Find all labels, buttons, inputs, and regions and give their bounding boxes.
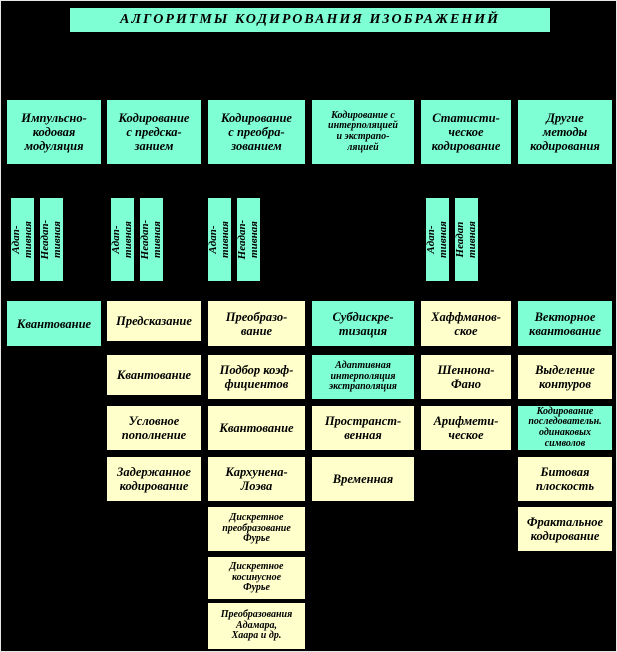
diagram-node: Битовая плоскость xyxy=(517,456,613,502)
diagram-node: Хаффманов- ское xyxy=(420,300,512,347)
column-header-pcm: Импульсно- кодовая модуляция xyxy=(6,99,102,165)
diagram-node: Квантование xyxy=(106,354,202,396)
diagram-node: Адаптивная интерполяция экстраполяция xyxy=(311,354,415,400)
diagram-node: Предсказание xyxy=(106,300,202,342)
subtype-box: Неадап тивная xyxy=(454,197,479,282)
diagram-node: Шеннона- Фано xyxy=(420,354,512,400)
subtype-label: Адап- тивная xyxy=(109,221,134,258)
column-header-predictive: Кодирование с предска- занием xyxy=(106,99,202,165)
subtype-label: Адап- тивная xyxy=(424,221,449,258)
diagram-title: АЛГОРИТМЫ КОДИРОВАНИЯ ИЗОБРАЖЕНИЙ xyxy=(69,7,551,33)
diagram-node: Кархунена- Лоэва xyxy=(207,456,306,502)
diagram-node: Арифмети- ческое xyxy=(420,405,512,451)
diagram-node: Субдискре- тизация xyxy=(311,300,415,347)
diagram-node: Фрактальное кодирование xyxy=(517,506,613,552)
subtype-box: Неадап- тивная xyxy=(139,197,164,282)
subtype-label: Адап- тивная xyxy=(9,221,34,258)
diagram-node: Условное пополнение xyxy=(106,405,202,451)
diagram-node: Дискретное косинусное Фурье xyxy=(207,556,306,600)
diagram-node: Кодирование последовательн. одинаковых с… xyxy=(517,405,613,451)
column-header-interpolation: Кодирование с интерполяцией и экстрапо- … xyxy=(311,99,415,165)
diagram-node: Временная xyxy=(311,456,415,502)
subtype-box: Адап- тивная xyxy=(10,197,35,282)
diagram-node: Векторное квантование xyxy=(517,300,613,347)
subtype-box: Адап- тивная xyxy=(207,197,232,282)
diagram-node: Подбор коэф- фициентов xyxy=(207,354,306,400)
diagram-node: Квантование xyxy=(6,300,102,347)
subtype-box: Неадап- тивная xyxy=(236,197,261,282)
subtype-label: Неадап- тивная xyxy=(38,219,63,260)
diagram-node: Преобразования Адамара, Хаара и др. xyxy=(207,602,306,650)
subtype-label: Неадап тивная xyxy=(453,221,478,258)
diagram-node: Дискретное преобразование Фурье xyxy=(207,506,306,552)
diagram-node: Квантование xyxy=(207,405,306,451)
column-header-other: Другие методы кодирования xyxy=(517,99,613,165)
diagram-node: Пространст- венная xyxy=(311,405,415,451)
diagram-node: Преобразо- вание xyxy=(207,300,306,347)
subtype-label: Адап- тивная xyxy=(206,221,231,258)
subtype-box: Неадап- тивная xyxy=(39,197,64,282)
subtype-label: Неадап- тивная xyxy=(235,219,260,260)
subtype-label: Неадап- тивная xyxy=(138,219,163,260)
column-header-statistical: Статисти- ческое кодирование xyxy=(420,99,512,165)
column-header-transform: Кодирование с преобра- зованием xyxy=(207,99,306,165)
diagram-node: Задержанное кодирование xyxy=(106,456,202,502)
diagram-node: Выделение контуров xyxy=(517,354,613,400)
subtype-box: Адап- тивная xyxy=(425,197,450,282)
subtype-box: Адап- тивная xyxy=(110,197,135,282)
